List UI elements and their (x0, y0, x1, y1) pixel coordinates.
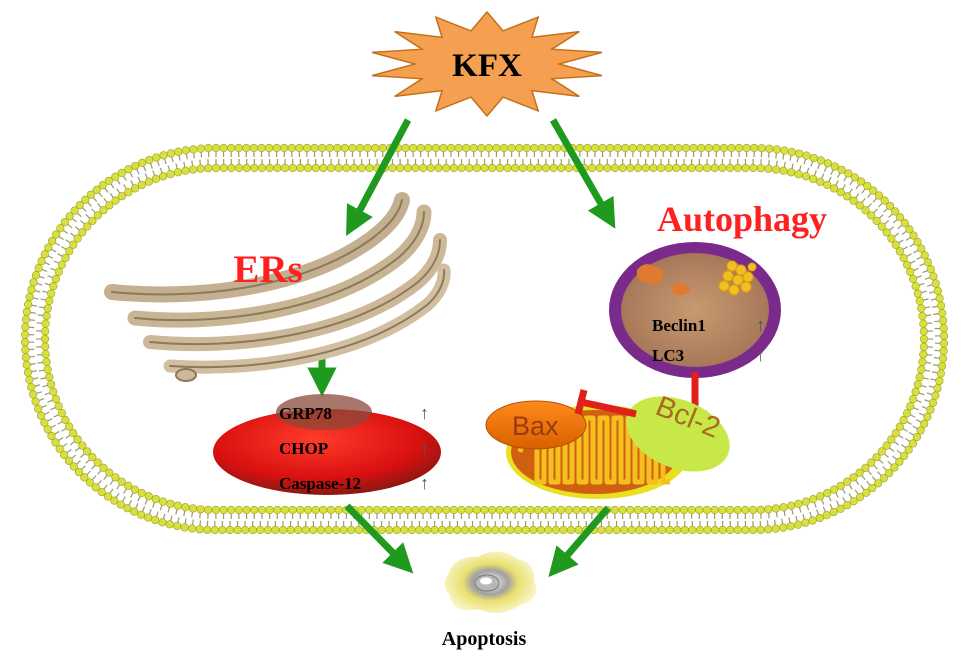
bax-protein: Bax (485, 400, 587, 450)
autophagosome-icon: Beclin1 ↑ LC3 ↑ (609, 242, 781, 378)
arrow-kfx-to-er (346, 118, 412, 236)
kfx-starburst-icon (371, 10, 603, 118)
bcl2-protein: Bcl-2 (626, 390, 730, 472)
endoplasmic-reticulum-icon (104, 192, 451, 382)
arrow-mito-to-apoptosis (548, 505, 611, 578)
arrow-er-to-apoptosis (344, 503, 414, 574)
cell-membrane (20, 143, 949, 535)
kfx-node: KFX (371, 10, 603, 118)
kfx-label: KFX (452, 48, 522, 84)
arrow-kfx-to-autophagy (549, 118, 616, 229)
apoptosis-label: Apoptosis (442, 628, 527, 650)
inhibition-bcl2-bax (574, 389, 637, 418)
autophagy-marker-0-name: Beclin1 (652, 316, 706, 335)
autophagy-marker-0-arrow: ↑ (756, 315, 765, 335)
er-marker-ellipse (213, 409, 441, 495)
bax-label: Bax (512, 411, 559, 441)
er-marker-0-arrow: ↑ (420, 403, 429, 423)
er-marker-1-name: CHOP (279, 439, 328, 458)
er-marker-2-name: Caspase-12 (279, 474, 361, 493)
er-marker-0-name: GRP78 (279, 404, 332, 423)
autophagy-marker-1-arrow: ↑ (756, 345, 765, 365)
autophagy-label: Autophagy (657, 199, 827, 239)
apoptotic-cell-icon (444, 551, 537, 614)
er-marker-1-arrow: ↑ (420, 438, 429, 458)
activation-arrows (307, 118, 616, 578)
er-label: ERs (233, 248, 302, 291)
autophagy-marker-1-name: LC3 (652, 346, 684, 365)
grp78-highlight (276, 394, 372, 430)
er-stress-markers: GRP78 ↑ CHOP ↑ Caspase-12 ↑ (213, 394, 441, 495)
er-marker-2-arrow: ↑ (420, 473, 429, 493)
